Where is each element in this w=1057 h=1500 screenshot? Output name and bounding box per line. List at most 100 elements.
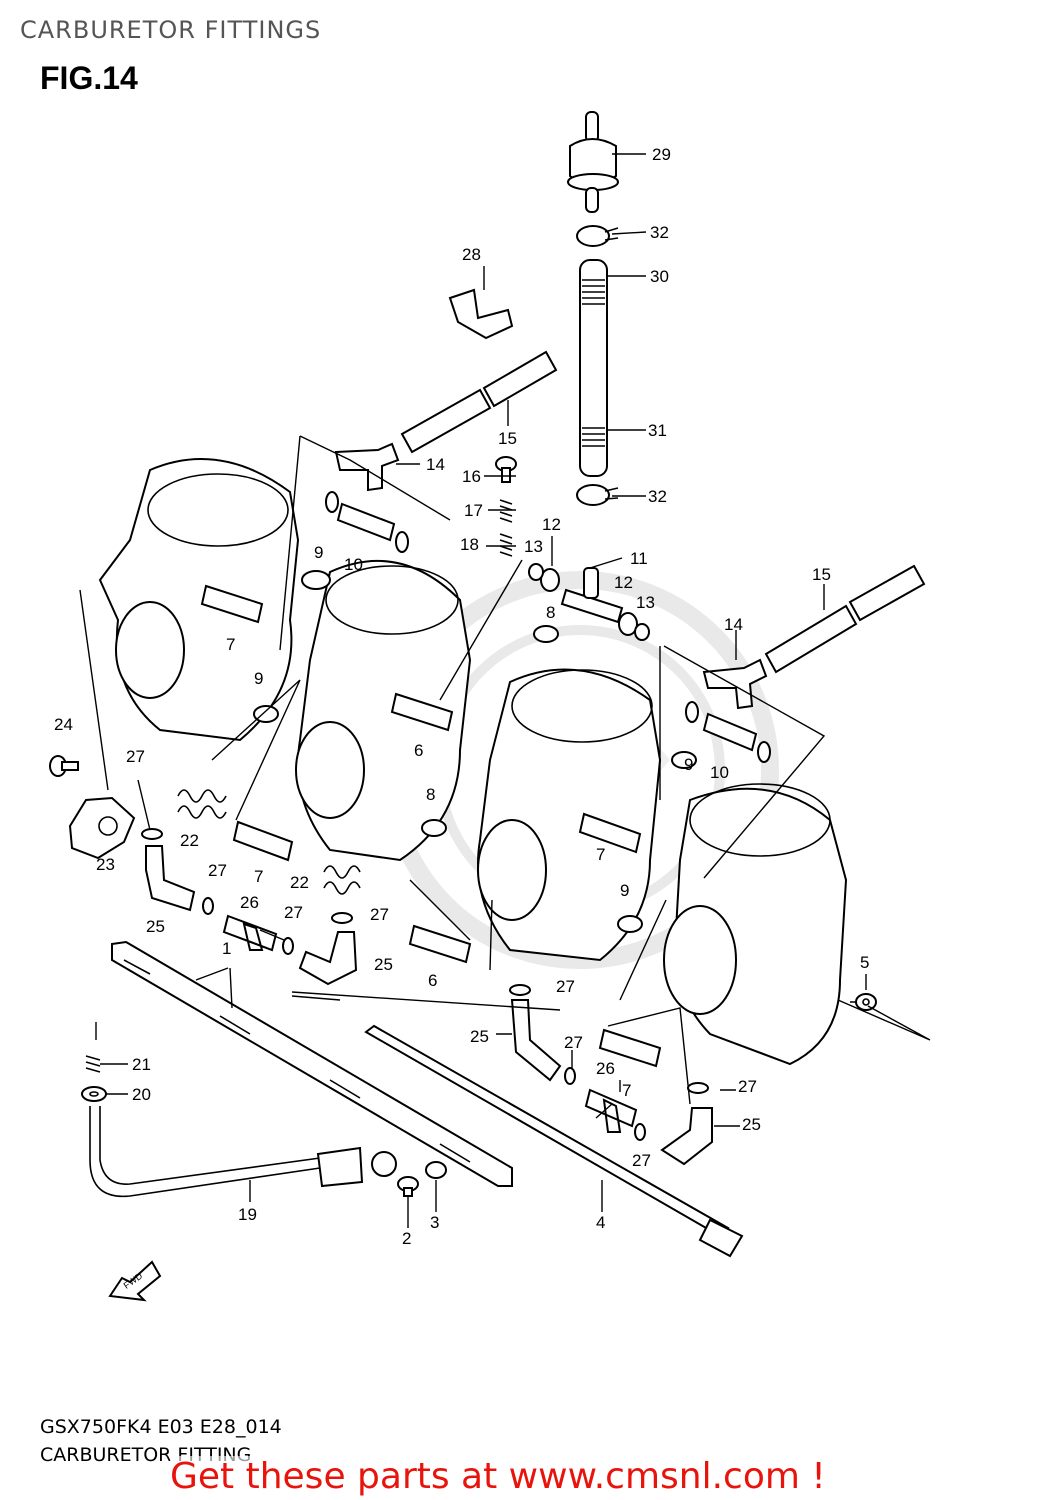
callout-9: 9 xyxy=(314,543,323,562)
long-rod[interactable] xyxy=(364,1024,744,1258)
joint-hose-10b[interactable] xyxy=(702,712,758,752)
fuel-filter[interactable] xyxy=(567,111,619,213)
callout-25: 25 xyxy=(374,955,393,974)
washer-20[interactable] xyxy=(81,1086,107,1102)
hose-clamp-27[interactable] xyxy=(141,828,709,1141)
t-pipe-26a[interactable] xyxy=(222,914,278,952)
callout-26: 26 xyxy=(240,893,259,912)
callout-7: 7 xyxy=(254,867,263,886)
callout-6: 6 xyxy=(428,971,437,990)
screw-16[interactable] xyxy=(495,456,517,483)
carburetor-2[interactable] xyxy=(295,559,472,862)
drain-hose-25a[interactable] xyxy=(145,845,196,912)
hose-clamp-upper[interactable] xyxy=(576,225,619,247)
callout-9: 9 xyxy=(620,881,629,900)
diagram-code: GSX750FK4 E03 E28_014 xyxy=(40,1416,282,1438)
drain-hose-25d[interactable] xyxy=(660,1107,713,1166)
callout-16: 16 xyxy=(462,467,481,486)
page-title: CARBURETOR FITTINGS xyxy=(20,16,322,44)
drain-hose-25b[interactable] xyxy=(298,931,358,986)
spring-21[interactable] xyxy=(85,1055,101,1073)
callout-26: 26 xyxy=(596,1059,615,1078)
callout-22: 22 xyxy=(180,831,199,850)
callout-14: 14 xyxy=(426,455,445,474)
callout-29: 29 xyxy=(652,145,671,164)
callout-4: 4 xyxy=(596,1213,605,1232)
joint-hose-6a[interactable] xyxy=(390,692,454,732)
o-ring[interactable] xyxy=(253,491,771,933)
callout-19: 19 xyxy=(238,1205,257,1224)
callout-12: 12 xyxy=(614,573,633,592)
callout-9: 9 xyxy=(254,669,263,688)
callout-28: 28 xyxy=(462,245,481,264)
fuel-hose[interactable] xyxy=(579,259,608,477)
callout-20: 20 xyxy=(132,1085,151,1104)
callout-7: 7 xyxy=(622,1081,631,1100)
callout-32: 32 xyxy=(650,223,669,242)
spring-22a[interactable] xyxy=(177,789,227,819)
callout-3: 3 xyxy=(430,1213,439,1232)
vent-hose-right[interactable] xyxy=(764,564,926,674)
carburetor-bracket-plate[interactable] xyxy=(111,940,513,1187)
callout-27: 27 xyxy=(564,1033,583,1052)
callout-18: 18 xyxy=(460,535,479,554)
joint-hose-7c[interactable] xyxy=(578,812,642,854)
callout-15: 15 xyxy=(812,565,831,584)
callout-5: 5 xyxy=(860,953,869,972)
fwd-arrow-icon: FWD xyxy=(108,1260,162,1302)
spring-18[interactable] xyxy=(499,533,513,557)
callout-1: 1 xyxy=(222,939,231,958)
callout-27: 27 xyxy=(208,861,227,880)
screw-24[interactable] xyxy=(49,755,79,777)
joint-hose-7b[interactable] xyxy=(232,820,294,862)
joint-hose-6b[interactable] xyxy=(408,924,472,964)
t-joint-right[interactable] xyxy=(702,658,768,710)
callout-27: 27 xyxy=(126,747,145,766)
bolt-2[interactable] xyxy=(397,1176,419,1197)
hose-clamp-lower[interactable] xyxy=(576,484,619,506)
washer-3[interactable] xyxy=(425,1161,447,1179)
callout-30: 30 xyxy=(650,267,669,286)
callout-8: 8 xyxy=(426,785,435,804)
fuel-pipe-19[interactable] xyxy=(89,1106,397,1198)
callout-32: 32 xyxy=(648,487,667,506)
joint-hose-7d[interactable] xyxy=(598,1028,662,1068)
drain-hose-25c[interactable] xyxy=(510,999,562,1082)
callout-27: 27 xyxy=(738,1077,757,1096)
carburetor-3[interactable] xyxy=(477,668,662,962)
figure-label: FIG.14 xyxy=(40,60,138,96)
throttle-position-sensor[interactable] xyxy=(68,796,136,860)
promo-link[interactable]: Get these parts at www.cmsnl.com ! xyxy=(170,1456,826,1497)
callout-27: 27 xyxy=(370,905,389,924)
joint-hose-7a[interactable] xyxy=(200,584,264,624)
callout-14: 14 xyxy=(724,615,743,634)
callout-21: 21 xyxy=(132,1055,151,1074)
callout-15: 15 xyxy=(498,429,517,448)
callout-27: 27 xyxy=(556,977,575,996)
callout-13: 13 xyxy=(636,593,655,612)
callout-17: 17 xyxy=(464,501,483,520)
callout-25: 25 xyxy=(146,917,165,936)
callout-6: 6 xyxy=(414,741,423,760)
washer-5[interactable] xyxy=(855,993,877,1011)
callout-9: 9 xyxy=(684,755,693,774)
carburetor-1[interactable] xyxy=(98,458,300,742)
callout-7: 7 xyxy=(226,635,235,654)
callout-31: 31 xyxy=(648,421,667,440)
t-joint-left[interactable] xyxy=(334,442,400,492)
callout-10: 10 xyxy=(344,555,363,574)
spring-17[interactable] xyxy=(499,499,513,523)
callout-2: 2 xyxy=(402,1229,411,1248)
carburetor-4[interactable] xyxy=(663,783,848,1066)
leader-lines xyxy=(79,153,931,1228)
joint-hose-10a[interactable] xyxy=(336,502,396,542)
vent-hose-left[interactable] xyxy=(400,350,558,454)
callout-27: 27 xyxy=(632,1151,651,1170)
hose-clip[interactable] xyxy=(448,288,514,340)
callout-27: 27 xyxy=(284,903,303,922)
callout-13: 13 xyxy=(524,537,543,556)
t-joint-fuel[interactable] xyxy=(528,563,650,641)
spring-22b[interactable] xyxy=(323,865,361,895)
callout-24: 24 xyxy=(54,715,73,734)
callout-7: 7 xyxy=(596,845,605,864)
